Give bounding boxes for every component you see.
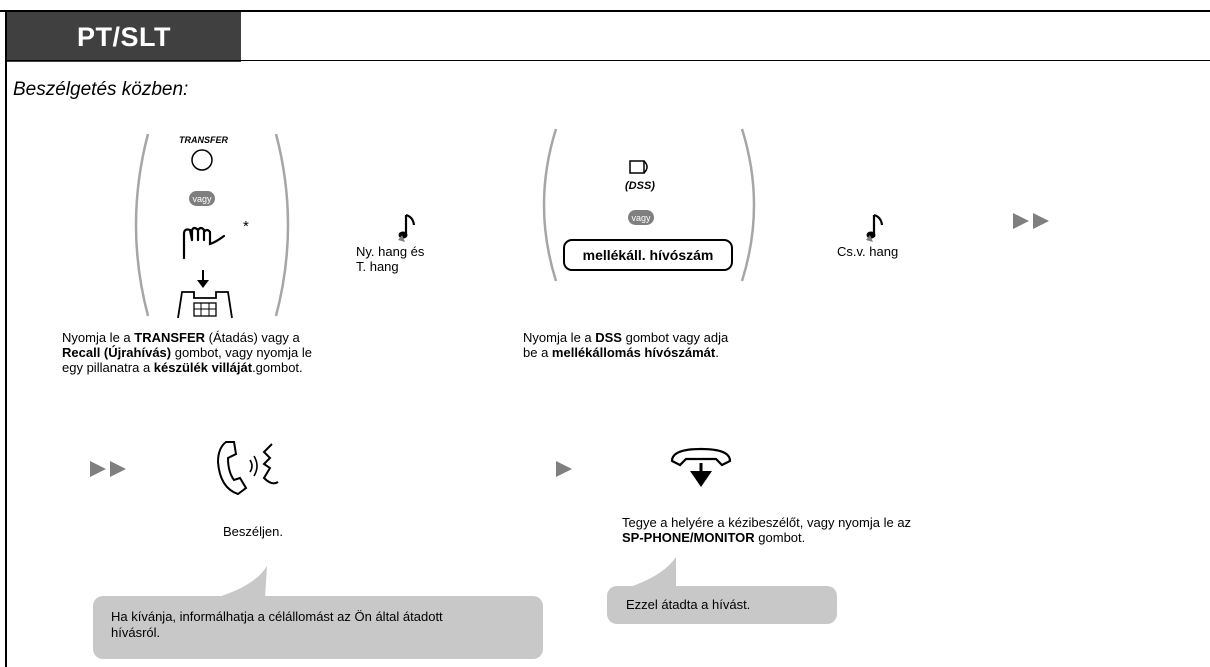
- transfer-button-icon[interactable]: [190, 148, 214, 172]
- or-pill: vagy: [189, 191, 215, 206]
- left-rule: [5, 10, 7, 667]
- step2-description: Nyomja le a DSS gombot vagy adja be a me…: [523, 330, 729, 360]
- dss-key-icon[interactable]: [629, 160, 651, 174]
- tone2-label: Cs.v. hang: [837, 244, 899, 259]
- top-rule: [0, 10, 1210, 12]
- info-bubble: Ha kívánja, informálhatja a célállomást …: [93, 596, 543, 659]
- step1-description: Nyomja le a TRANSFER (Átadás) vagy a Rec…: [62, 330, 313, 375]
- dss-label: (DSS): [625, 180, 655, 192]
- subtitle: Beszélgetés közben:: [13, 79, 189, 100]
- transfer-label: TRANSFER: [179, 135, 228, 145]
- bubble-tail: [630, 557, 676, 587]
- extension-number-box[interactable]: mellékáll. hívószám: [563, 239, 733, 271]
- or-pill: vagy: [628, 210, 654, 225]
- bubble-tail: [215, 566, 267, 598]
- right-parenthesis-icon: [740, 128, 756, 282]
- play-arrows-icon: [1013, 213, 1049, 229]
- asterisk-mark: *: [243, 218, 249, 235]
- handset-hangup-icon: [670, 447, 732, 487]
- left-parenthesis-icon: [134, 133, 150, 317]
- music-note-icon: [866, 213, 884, 242]
- result-bubble: Ezzel átadta a hívást.: [607, 586, 837, 624]
- play-arrow-icon: [556, 461, 572, 477]
- step3-label: Beszéljen.: [223, 524, 283, 539]
- play-arrows-icon: [90, 461, 126, 477]
- hookswitch-icon[interactable]: [174, 270, 236, 320]
- handset-talk-icon: [216, 441, 279, 496]
- header-tab: PT/SLT: [7, 12, 241, 62]
- left-parenthesis-icon: [542, 128, 558, 282]
- header-underline: [7, 60, 1210, 61]
- step4-description: Tegye a helyére a kézibeszélőt, vagy nyo…: [622, 515, 912, 545]
- music-note-icon: [398, 213, 416, 242]
- finger-press-icon: [182, 226, 226, 260]
- right-parenthesis-icon: [274, 133, 290, 317]
